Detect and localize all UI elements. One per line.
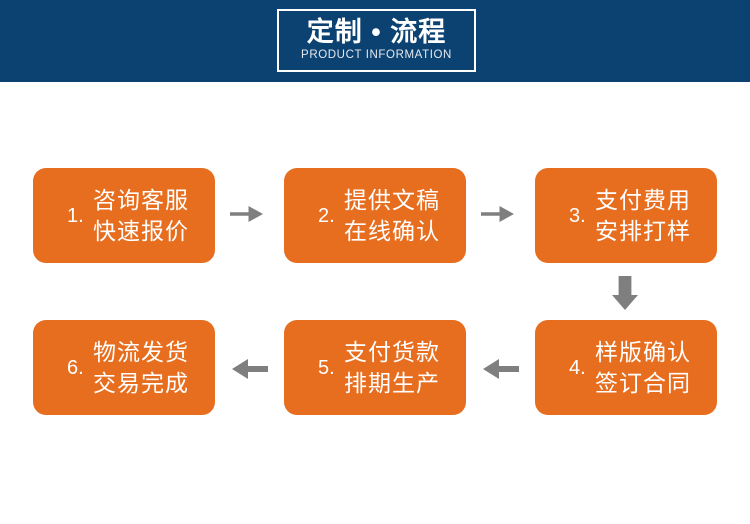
- flow-step-4[interactable]: 4. 样版确认 签订合同: [535, 320, 717, 415]
- page-title: 定制 • 流程: [306, 17, 447, 48]
- flow-step-4-line1: 样版确认: [595, 338, 691, 365]
- flow-step-5-line2: 排期生产: [344, 369, 440, 396]
- header-title-frame: 定制 • 流程 PRODUCT INFORMATION: [277, 9, 476, 72]
- flow-step-2[interactable]: 2. 提供文稿 在线确认: [284, 168, 466, 263]
- flow-step-3-line2: 安排打样: [595, 217, 691, 244]
- flow-step-6-number: 6.: [67, 356, 84, 379]
- flow-step-6-line2: 交易完成: [93, 369, 189, 396]
- arrow-left-icon: [479, 348, 521, 390]
- flow-step-5-text: 支付货款 排期生产: [344, 337, 440, 399]
- flow-step-5-number: 5.: [318, 356, 335, 379]
- flow-step-5[interactable]: 5. 支付货款 排期生产: [284, 320, 466, 415]
- header-band: 定制 • 流程 PRODUCT INFORMATION: [0, 0, 750, 82]
- flow-step-4-line2: 签订合同: [595, 369, 691, 396]
- arrow-right-icon: [479, 195, 517, 233]
- flow-step-3-number: 3.: [569, 204, 586, 227]
- flow-step-1-line1: 咨询客服: [93, 186, 189, 213]
- arrow-left-icon: [228, 348, 270, 390]
- arrow-down-icon: [604, 274, 646, 314]
- flow-step-3-text: 支付费用 安排打样: [595, 185, 691, 247]
- flow-step-6-line1: 物流发货: [93, 338, 189, 365]
- flow-step-4-text: 样版确认 签订合同: [595, 337, 691, 399]
- flow-step-1-text: 咨询客服 快速报价: [93, 185, 189, 247]
- flow-step-6[interactable]: 6. 物流发货 交易完成: [33, 320, 215, 415]
- flow-step-2-line2: 在线确认: [344, 217, 440, 244]
- flow-step-2-number: 2.: [318, 204, 335, 227]
- flow-step-3[interactable]: 3. 支付费用 安排打样: [535, 168, 717, 263]
- process-flow-diagram: 1. 咨询客服 快速报价 2. 提供文稿 在线确认 3. 支付费用 安排打样: [0, 82, 750, 524]
- flow-step-1-line2: 快速报价: [93, 217, 189, 244]
- arrow-right-icon: [228, 195, 266, 233]
- flow-step-2-line1: 提供文稿: [344, 186, 440, 213]
- flow-step-1[interactable]: 1. 咨询客服 快速报价: [33, 168, 215, 263]
- flow-step-5-line1: 支付货款: [344, 338, 440, 365]
- flow-step-2-text: 提供文稿 在线确认: [344, 185, 440, 247]
- flow-step-1-number: 1.: [67, 204, 84, 227]
- flow-step-3-line1: 支付费用: [595, 186, 691, 213]
- page-subtitle: PRODUCT INFORMATION: [301, 49, 452, 62]
- flow-step-6-text: 物流发货 交易完成: [93, 337, 189, 399]
- flow-step-4-number: 4.: [569, 356, 586, 379]
